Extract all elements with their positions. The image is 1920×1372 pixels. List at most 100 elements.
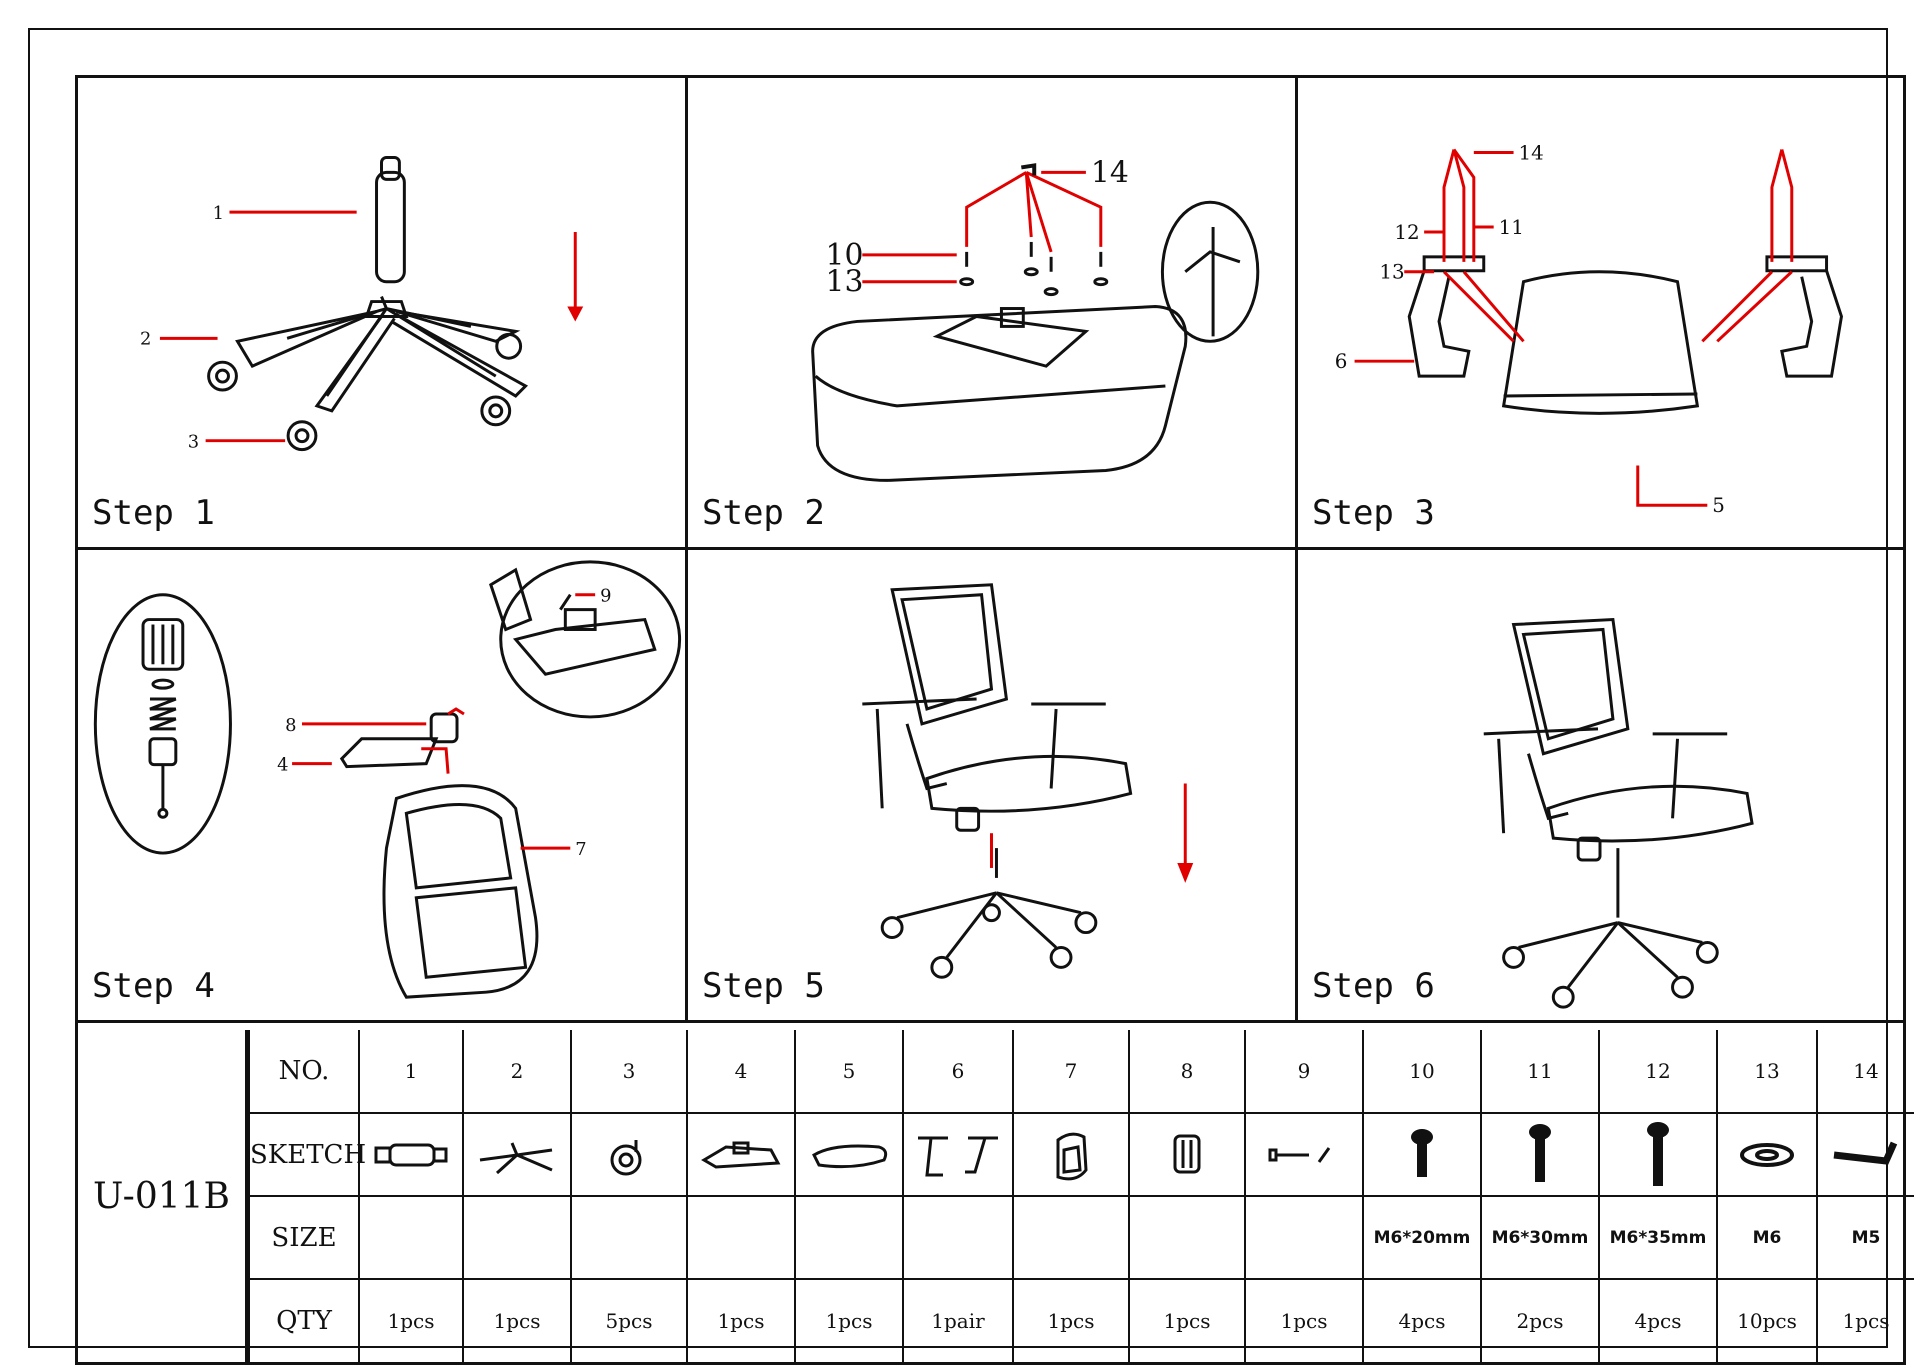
part-qty: 10pcs (1716, 1278, 1818, 1362)
row-sketch: SKETCH (248, 1112, 1914, 1197)
part-qty: 1pcs (358, 1278, 464, 1362)
part-size: M5 (1816, 1195, 1914, 1280)
seat-icon (794, 1112, 904, 1197)
callout-13: 13 (826, 265, 864, 300)
part-no: 1 (358, 1030, 464, 1114)
gas-lift-icon (358, 1112, 464, 1197)
step-2-label: Step 2 (702, 493, 825, 533)
callout-9: 9 (600, 586, 611, 607)
callout-6: 6 (1335, 350, 1348, 373)
part-qty: 2pcs (1480, 1278, 1600, 1362)
part-size (1244, 1195, 1364, 1280)
part-size (686, 1195, 796, 1280)
part-qty: 1pcs (1128, 1278, 1246, 1362)
parts-list: U-011B NO. 1 2 3 4 5 6 7 8 9 10 (78, 1030, 1914, 1362)
step-4-illustration: 9 8 4 7 (93, 560, 682, 999)
instruction-sheet: 1 2 3 Step 1 (75, 75, 1914, 1365)
callout-7: 7 (575, 839, 586, 860)
bolt-set-icon (1244, 1112, 1364, 1197)
step-6-label: Step 6 (1312, 966, 1435, 1006)
allen-key-icon (1816, 1112, 1914, 1197)
screw-20-icon (1362, 1112, 1482, 1197)
step-6-panel: Step 6 (1298, 550, 1903, 1023)
part-no: 7 (1012, 1030, 1130, 1114)
callout-10: 10 (826, 238, 864, 273)
step-5-illustration (862, 583, 1194, 979)
part-qty: 1pcs (1244, 1278, 1364, 1362)
part-no: 9 (1244, 1030, 1364, 1114)
row-header-qty: QTY (248, 1278, 360, 1362)
callout-3: 3 (188, 432, 199, 453)
part-no: 8 (1128, 1030, 1246, 1114)
assembly-steps-grid: 1 2 3 Step 1 (78, 78, 1903, 1023)
part-no: 13 (1716, 1030, 1818, 1114)
part-no: 4 (686, 1030, 796, 1114)
step-5-panel: Step 5 (688, 550, 1298, 1023)
part-qty: 5pcs (570, 1278, 688, 1362)
part-no: 2 (462, 1030, 572, 1114)
row-number: NO. 1 2 3 4 5 6 7 8 9 10 11 12 13 14 (248, 1030, 1914, 1114)
step-5-label: Step 5 (702, 966, 825, 1006)
part-size (1128, 1195, 1246, 1280)
row-header-size: SIZE (248, 1195, 360, 1280)
part-size (1012, 1195, 1130, 1280)
step-1-panel: 1 2 3 Step 1 (78, 78, 688, 550)
step-3-label: Step 3 (1312, 493, 1435, 533)
row-qty: QTY 1pcs 1pcs 5pcs 1pcs 1pcs 1pair 1pcs … (248, 1278, 1914, 1362)
part-size: M6*30mm (1480, 1195, 1600, 1280)
part-size: M6*35mm (1598, 1195, 1718, 1280)
callout-13: 13 (1379, 261, 1404, 284)
part-no: 10 (1362, 1030, 1482, 1114)
part-qty: 4pcs (1362, 1278, 1482, 1362)
row-header-no: NO. (248, 1030, 360, 1114)
callout-12: 12 (1394, 221, 1419, 244)
star-base-icon (462, 1112, 572, 1197)
callout-2: 2 (140, 328, 151, 349)
step-4-panel: 9 8 4 7 Step 4 (78, 550, 688, 1023)
knob-icon (1128, 1112, 1246, 1197)
part-no: 3 (570, 1030, 688, 1114)
part-size (794, 1195, 904, 1280)
step-4-label: Step 4 (92, 966, 215, 1006)
part-size: M6*20mm (1362, 1195, 1482, 1280)
parts-table: NO. 1 2 3 4 5 6 7 8 9 10 11 12 13 14 SKE… (248, 1030, 1914, 1362)
callout-4: 4 (277, 755, 288, 776)
mechanism-icon (686, 1112, 796, 1197)
part-size (570, 1195, 688, 1280)
callout-14: 14 (1519, 141, 1544, 164)
step-1-label: Step 1 (92, 493, 215, 533)
part-no: 12 (1598, 1030, 1718, 1114)
callout-14: 14 (1091, 155, 1129, 190)
caster-icon (570, 1112, 688, 1197)
step-6-illustration (1483, 617, 1754, 1009)
part-qty: 1pcs (1816, 1278, 1914, 1362)
callout-8: 8 (285, 715, 296, 736)
part-qty: 1pair (902, 1278, 1014, 1362)
part-size (902, 1195, 1014, 1280)
step-1-illustration: 1 2 3 (140, 156, 584, 453)
part-qty: 4pcs (1598, 1278, 1718, 1362)
step-3-illustration: 14 12 11 13 6 5 (1335, 141, 1843, 517)
callout-11: 11 (1499, 216, 1524, 239)
row-header-sketch: SKETCH (248, 1112, 366, 1197)
part-no: 11 (1480, 1030, 1600, 1114)
page-frame: 1 2 3 Step 1 (28, 28, 1914, 1365)
washer-icon (1716, 1112, 1818, 1197)
part-qty: 1pcs (686, 1278, 796, 1362)
backrest-icon (1012, 1112, 1130, 1197)
armrest-icon (902, 1112, 1014, 1197)
part-qty: 1pcs (1012, 1278, 1130, 1362)
row-size: SIZE M6*20mm M6*30mm M6*35mm M6 M5 (248, 1195, 1914, 1280)
part-size (358, 1195, 464, 1280)
part-no: 5 (794, 1030, 904, 1114)
step-2-illustration: 14 10 13 (811, 155, 1260, 482)
model-number: U-011B (78, 1030, 248, 1362)
part-no: 14 (1816, 1030, 1914, 1114)
part-size: M6 (1716, 1195, 1818, 1280)
part-size (462, 1195, 572, 1280)
callout-5: 5 (1712, 494, 1725, 517)
step-3-panel: 14 12 11 13 6 5 Step 3 (1298, 78, 1903, 550)
part-qty: 1pcs (794, 1278, 904, 1362)
screw-30-icon (1480, 1112, 1600, 1197)
part-qty: 1pcs (462, 1278, 572, 1362)
